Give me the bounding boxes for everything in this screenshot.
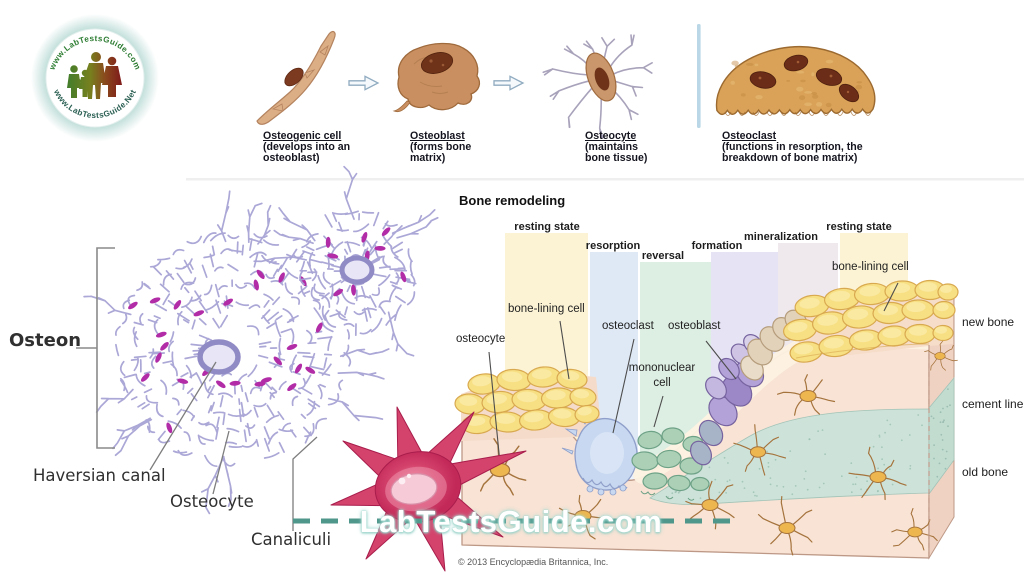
strip-divider-line [186, 178, 1024, 181]
osteoclast-ruffled-border [724, 111, 872, 116]
remodeling-osteoclast [561, 413, 638, 496]
cell-type-name: Osteoclast [722, 130, 777, 142]
cell-type-desc: (maintains bone tissue) [585, 140, 648, 164]
cell-type-name: Osteogenic cell [263, 130, 342, 142]
osteogenic-cell-illustration [256, 30, 336, 125]
cell-contact-line [795, 343, 930, 359]
cell-type-desc: (functions in resorption, the breakdown … [722, 140, 863, 164]
bone-remodeling-illustration [454, 233, 959, 560]
stage-resorption: resorption [585, 240, 641, 252]
labtestsguide-logo: www.LabTestsGuide.com www.LabTestsGuide.… [31, 14, 159, 142]
osteoclast-callout: osteoclast [602, 320, 654, 332]
stage-resting-state-2: resting state [826, 221, 892, 233]
arrow-icon [348, 75, 380, 91]
osteoblast-cells [689, 334, 765, 466]
stage-formation: formation [691, 240, 743, 252]
copyright-credit: © 2013 Encyclopædia Britannica, Inc. [458, 557, 609, 567]
osteoclast-illustration [715, 45, 876, 116]
haversian-canal-shape [197, 339, 241, 375]
cell-type-desc: (forms bone matrix) [410, 140, 472, 164]
haversian-canal-label: Haversian canal [33, 466, 166, 485]
cell-type-name: Osteocyte [585, 130, 637, 142]
haversian-canal-shape-small [339, 255, 375, 285]
family-silhouette-icon [67, 52, 122, 99]
arrow-icon [493, 75, 525, 91]
bone-lining-cells-left [454, 366, 600, 435]
osteocyte-processes [542, 34, 653, 139]
osteocyte-callout: osteocyte [456, 333, 506, 345]
osteon-label: Osteon [9, 330, 82, 351]
cell-type-label: Osteoblast (forms bone matrix) [410, 131, 471, 163]
watermark-text: LabTestsGuide.com [359, 504, 663, 539]
osteocyte-cell-art [330, 406, 527, 572]
cell-type-name: Osteoblast [410, 130, 465, 142]
old-bone-label: old bone [962, 465, 1009, 479]
cement-line-label: cement line [962, 397, 1024, 411]
bone-lining-cell-left-callout: bone-lining cell [508, 303, 585, 315]
canaliculi-label: Canaliculi [251, 530, 332, 549]
osteon-lamellae-web [83, 165, 439, 515]
osteoblast-callout: osteoblast [668, 320, 721, 332]
cell-strip-illustration: www.LabTestsGuide.com www.LabTestsGuide.… [31, 14, 1024, 181]
osteoblast-illustration [392, 42, 481, 113]
stage-resting-state-1: resting state [514, 221, 580, 233]
cell-type-desc: (develops into an osteoblast) [263, 140, 351, 164]
callout-pointer-lines [488, 282, 899, 464]
stage-mineralization: mineralization [744, 231, 818, 243]
mononuclear-cell-callout: mononuclear cell [628, 362, 696, 389]
bone-lining-cell-right-callout: bone-lining cell [832, 261, 909, 273]
stage-reversal: reversal [641, 250, 685, 262]
osteoclast-nuclei [749, 54, 860, 103]
osteon-illustration [76, 165, 439, 531]
osteon-bracket [76, 247, 115, 449]
cell-type-label: Osteoclast (functions in resorption, the… [722, 131, 863, 163]
nucleus-highlight [406, 473, 412, 479]
new-bone-label: new bone [962, 315, 1015, 329]
nucleus-highlight [398, 477, 406, 485]
cell-type-label: Osteocyte (maintains bone tissue) [585, 131, 647, 163]
cell-type-label: Osteogenic cell (develops into an osteob… [263, 131, 350, 163]
old-bone-speckles-side [930, 388, 951, 478]
osteocyte-illustration [585, 52, 617, 102]
remodeling-title: Bone remodeling [459, 193, 566, 208]
vertical-divider-line [697, 24, 701, 128]
osteon-pointer-lines [149, 361, 318, 531]
bone-lining-cells-right [782, 279, 959, 363]
osteocyte-label: Osteocyte [170, 492, 254, 511]
